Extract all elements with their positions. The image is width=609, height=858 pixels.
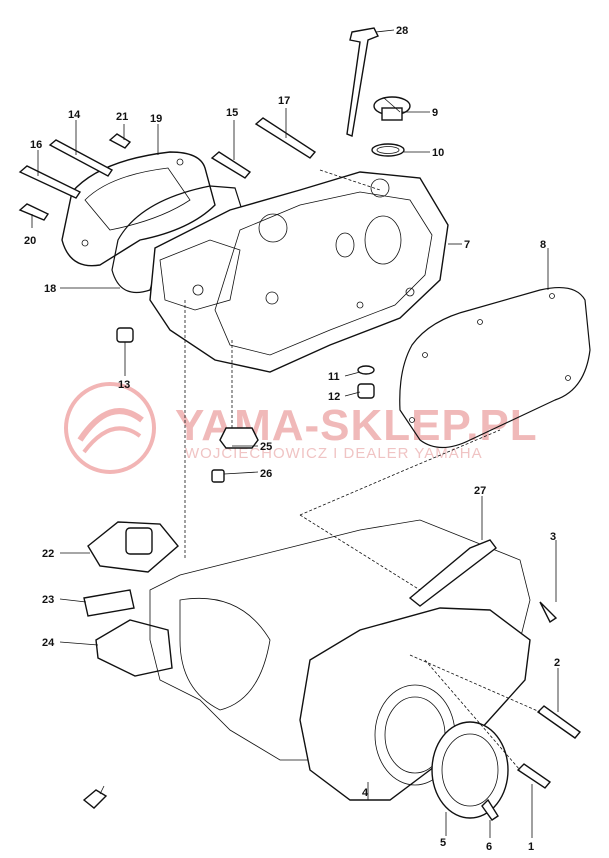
part-label-2: 2 [554, 657, 560, 669]
o-ring [371, 143, 405, 157]
part-label-28: 28 [396, 25, 408, 37]
part-label-6: 6 [486, 841, 492, 853]
part-label-16: 16 [30, 139, 42, 151]
part-label-14: 14 [68, 109, 81, 121]
part-label-26: 26 [260, 468, 272, 480]
part-label-15: 15 [226, 107, 238, 119]
dipstick [346, 27, 379, 137]
part-label-3: 3 [550, 531, 556, 543]
inspection-cover [61, 151, 216, 267]
part-label-17: 17 [278, 95, 290, 107]
bolts-top [18, 117, 317, 221]
part-label-19: 19 [150, 113, 162, 125]
cover-gasket [111, 185, 243, 294]
drain-plug [116, 327, 134, 343]
part-label-18: 18 [44, 283, 56, 295]
part-label-23: 23 [42, 594, 54, 606]
part-labels: 28 9 10 14 21 19 15 17 16 7 20 8 18 13 1… [24, 25, 560, 853]
part-label-24: 24 [42, 637, 55, 649]
watermark-logo-icon [64, 382, 156, 474]
part-label-22: 22 [42, 548, 54, 560]
part-label-20: 20 [24, 235, 36, 247]
crankcase-cover [149, 171, 449, 373]
filler-cap [373, 96, 411, 121]
rubber-pads [83, 521, 179, 677]
part-label-1: 1 [528, 841, 534, 853]
plug-washer [357, 365, 375, 399]
round-cover-plate [431, 721, 509, 819]
part-label-5: 5 [440, 837, 446, 849]
part-label-4: 4 [362, 787, 369, 799]
part-label-11: 11 [328, 371, 340, 383]
cable-guide [408, 539, 497, 607]
part-label-21: 21 [116, 111, 128, 123]
alignment-lines [184, 169, 541, 771]
side-gasket [399, 287, 591, 449]
part-label-12: 12 [328, 391, 340, 403]
leader-lines [31, 29, 559, 838]
breather-cap [211, 427, 259, 483]
part-label-9: 9 [432, 107, 438, 119]
part-label-25-top: 25 [260, 441, 272, 453]
watermark-owner: WOJCIECHOWICZ I DEALER YAMAHA [185, 445, 483, 462]
part-label-10: 10 [432, 147, 444, 159]
part-label-27: 27 [474, 485, 486, 497]
part-label-8: 8 [540, 239, 546, 251]
part-label-7: 7 [464, 239, 470, 251]
watermark: YAMA-SKLEP.PL WOJCIECHOWICZ I DEALER YAM… [64, 382, 537, 474]
part-label-13: 13 [118, 379, 130, 391]
bolts-side [481, 601, 582, 821]
corner-mark-icon [82, 785, 108, 809]
